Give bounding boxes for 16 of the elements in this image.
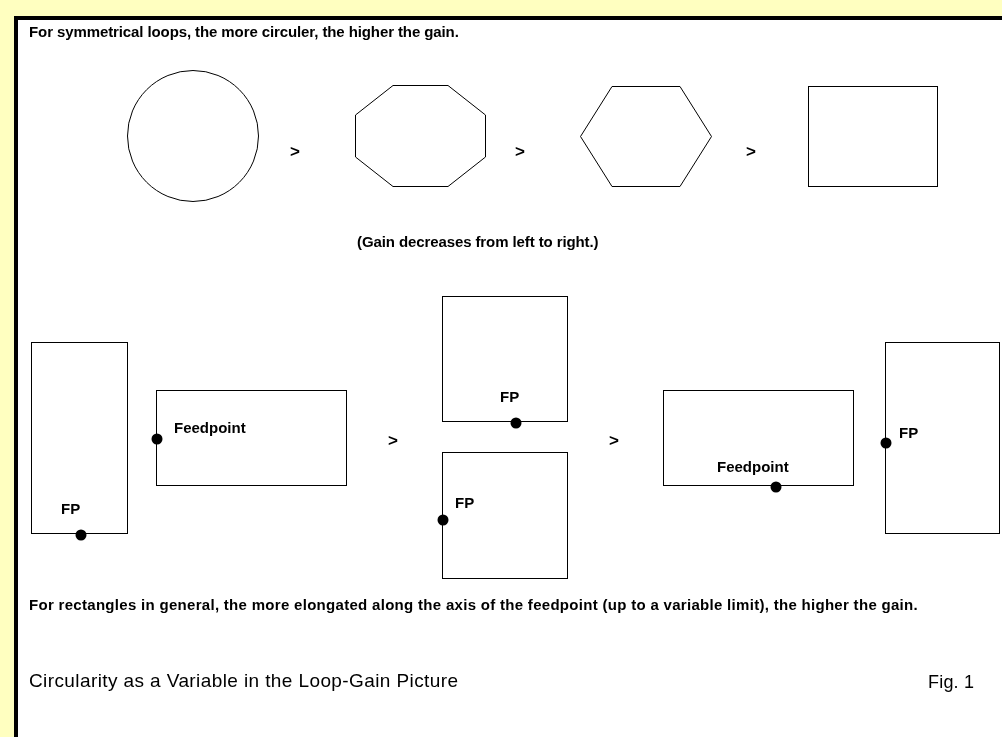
figure-number: Fig. 1: [928, 671, 975, 694]
figure-caption: Circularity as a Variable in the Loop-Gain Picture: [29, 670, 459, 692]
feedpoint-label: FP: [61, 500, 81, 517]
feedpoint-label: Feedpoint: [174, 419, 246, 436]
feedpoint-label: FP: [500, 388, 520, 405]
note-text: For rectangles in general, the more elongated along the axis of the feedpoint (up to a variable limit), the higher the gain.: [29, 595, 919, 615]
feedpoint-label: FP: [899, 424, 919, 441]
greater-than-sign: >: [290, 141, 300, 163]
greater-than-sign: >: [388, 430, 398, 452]
feedpoint-label: Feedpoint: [717, 458, 789, 475]
note-text: (Gain decreases from left to right.): [357, 232, 599, 252]
greater-than-sign: >: [746, 141, 756, 163]
note-text: For symmetrical loops, the more circuler, the higher the gain.: [29, 22, 459, 42]
feedpoint-label: FP: [455, 494, 475, 511]
greater-than-sign: >: [515, 141, 525, 163]
greater-than-sign: >: [609, 430, 619, 452]
